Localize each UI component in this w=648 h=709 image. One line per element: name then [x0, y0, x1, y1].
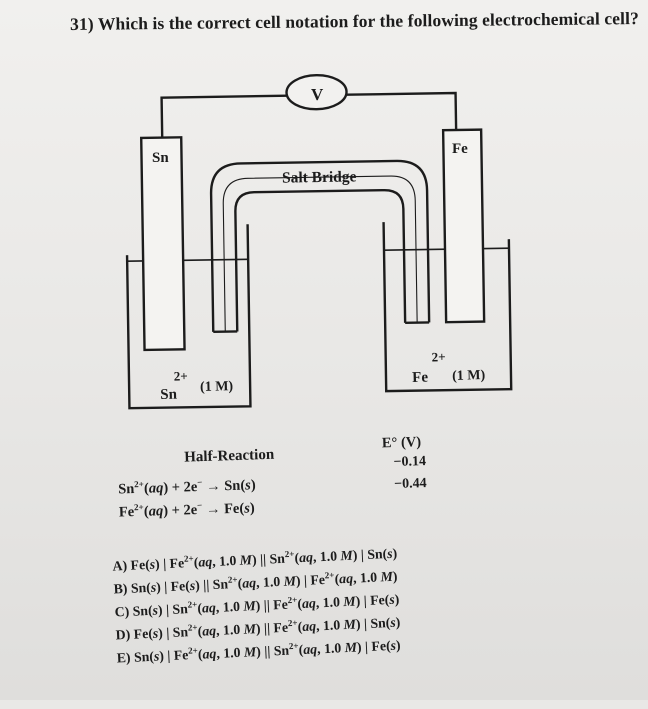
half-reaction-row-1: Sn2+(aq) + 2e− → Sn(s)	[118, 475, 256, 498]
e-standard-header: E° (V)	[382, 434, 422, 452]
e-value-row-1: −0.14	[393, 454, 426, 471]
half-reaction-row-2: Fe2+(aq) + 2e− → Fe(s)	[119, 498, 255, 521]
e-value-row-2: −0.44	[394, 476, 427, 493]
half-reaction-header: Half-Reaction	[184, 447, 274, 467]
answer-choices: A) Fe(s) | Fe2+(aq, 1.0 M) || Sn2+(aq, 1…	[112, 529, 637, 668]
